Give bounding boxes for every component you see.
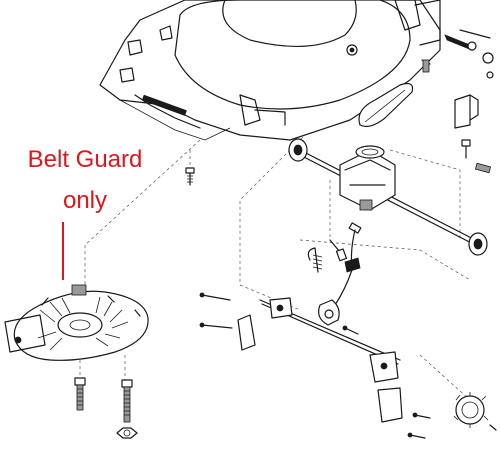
upper-right-hardware bbox=[421, 29, 494, 174]
rear-axle-transmission bbox=[288, 138, 488, 256]
drive-belt bbox=[358, 82, 414, 128]
mower-deck bbox=[99, 0, 441, 141]
height-adjust-rod bbox=[199, 292, 403, 423]
springs-and-cable bbox=[307, 222, 362, 326]
callout-label-belt-guard: Belt Guard bbox=[27, 146, 143, 173]
drive-gear bbox=[407, 392, 497, 439]
belt-guard-part bbox=[4, 284, 149, 361]
deck-screw bbox=[185, 167, 195, 186]
belt-guard-hardware bbox=[74, 377, 138, 439]
callout-label-only: only bbox=[62, 187, 108, 214]
